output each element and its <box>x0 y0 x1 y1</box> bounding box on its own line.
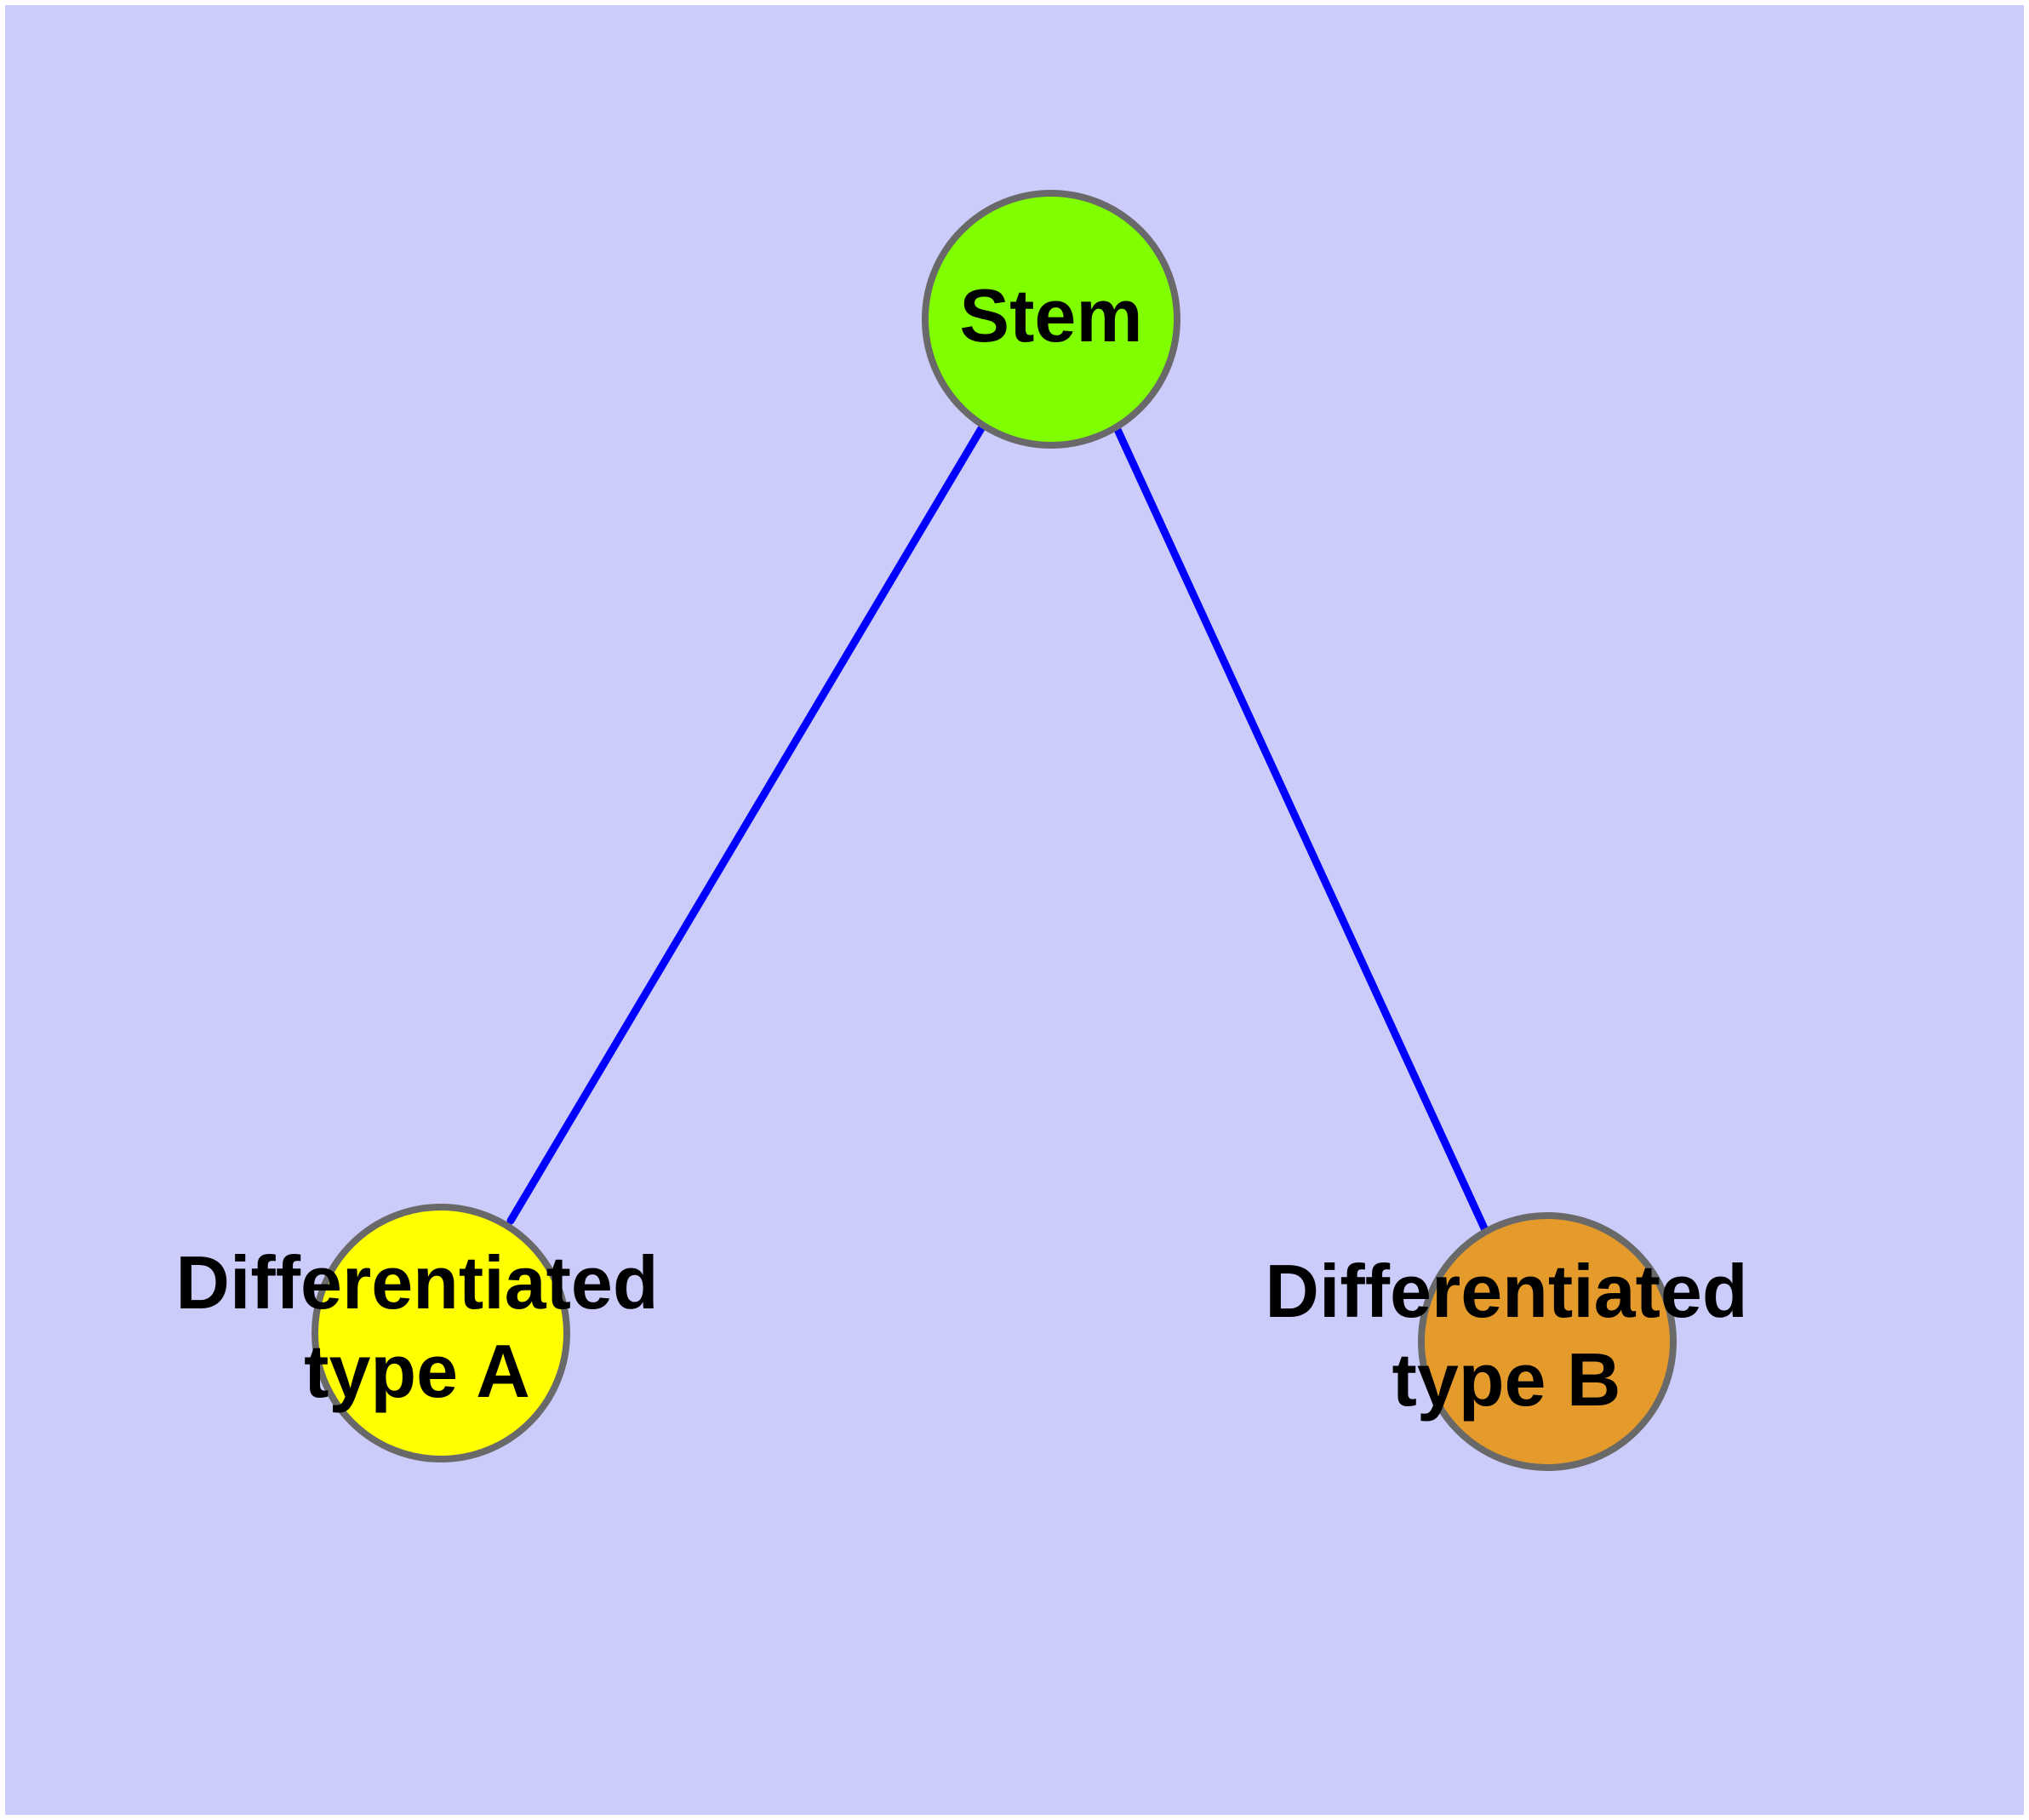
label-line: Differentiated <box>175 1240 658 1325</box>
edge-layer <box>506 420 1489 1234</box>
label-line: Stem <box>959 273 1142 358</box>
node-stem[interactable] <box>922 190 1180 449</box>
label-line: type A <box>304 1329 530 1413</box>
label-line: type B <box>1392 1337 1621 1422</box>
node-layer <box>311 190 1677 1471</box>
label-line: Differentiated <box>1265 1249 1747 1333</box>
node-differentiated-type-b[interactable] <box>1418 1212 1677 1471</box>
edge-stem-to-type-a[interactable] <box>506 421 987 1225</box>
node-label-stem: Stem <box>959 273 1142 358</box>
node-differentiated-type-a[interactable] <box>311 1204 570 1462</box>
edge-stem-to-type-b[interactable] <box>1111 420 1489 1234</box>
